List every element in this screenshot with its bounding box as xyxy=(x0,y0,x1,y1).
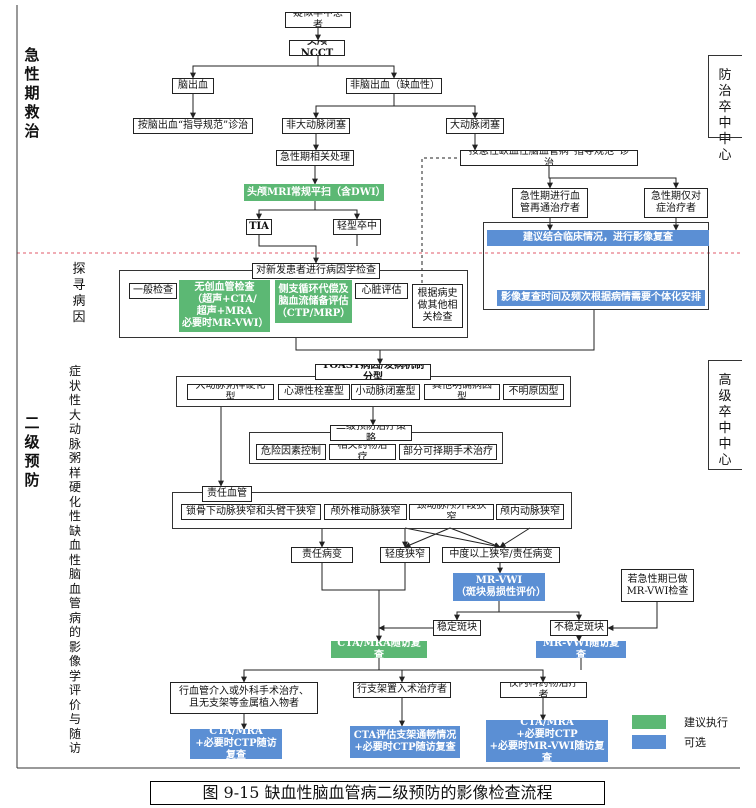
connector-arrow xyxy=(379,669,546,683)
node-sao: 小动脉闭塞型 xyxy=(351,384,420,400)
node-stent: 行支架置入术治疗者 xyxy=(353,682,451,698)
node-bottom-b: CTA评估支架通畅情况 +必要时CTP随访复查 xyxy=(350,726,460,758)
node-intracranial: 颅内动脉狭窄 xyxy=(496,504,564,520)
node-noninvasive: 无创血管检查 （超声+CTA/ 超声+MRA 必要时MR-VWI） xyxy=(179,280,270,332)
connector-arrow xyxy=(499,611,582,621)
connector-arrow xyxy=(313,94,395,119)
node-etiology-check: 对新发患者进行病因学检查 xyxy=(252,263,380,279)
secondary-prevention-label: 二级预防 xyxy=(24,414,40,489)
node-minor-stroke: 轻型卒中 xyxy=(333,219,381,235)
node-laa: 大动脉粥样硬化型 xyxy=(187,384,274,400)
figure-caption: 图 9-15 缺血性脑血管病二级预防的影像检查流程 xyxy=(150,781,605,805)
node-non-lvo: 非大动脉闭塞 xyxy=(282,118,350,134)
stroke-center-label: 防治卒中中心 xyxy=(718,68,732,163)
connector-arrow xyxy=(258,235,319,264)
legend-optional-swatch xyxy=(632,735,666,749)
node-unstable-plaque: 不稳定斑块 xyxy=(550,620,608,636)
node-surgery-eval: 部分可择期手术治疗 xyxy=(399,444,497,460)
node-cta-mra-followup: CTA/MRA随访复查 xyxy=(331,641,427,658)
node-collateral: 侧支循环代偿及 脑血流储备评估 （CTP/MRP） xyxy=(275,280,352,323)
connector-arrow xyxy=(256,201,316,220)
connector-arrow xyxy=(421,157,475,262)
node-medical-only: 仅内科药物治疗者 xyxy=(500,682,587,698)
connector-arrow xyxy=(404,527,501,549)
node-nonhemorrhage: 非脑出血（缺血性） xyxy=(346,78,442,94)
connector-arrow xyxy=(607,602,658,631)
right-column-bottom xyxy=(708,360,742,470)
connector-arrow xyxy=(454,601,500,621)
connector-arrow xyxy=(190,56,319,79)
node-lvo: 大动脉闭塞 xyxy=(446,118,504,134)
connector-arrow xyxy=(379,669,405,683)
node-drug-therapy: 相关药物治疗 xyxy=(329,444,396,460)
node-acute-vwi-done: 若急性期已做 MR-VWI检查 xyxy=(621,569,694,602)
node-cardiac: 心脏评估 xyxy=(355,283,408,299)
node-toast: TOAST病因/发病机制分型 xyxy=(315,364,431,380)
node-imaging-recheck: 建议结合临床情况，进行影像复查 xyxy=(487,230,709,246)
node-vertebral: 颅外椎动脉狭窄 xyxy=(324,504,407,520)
legend-optional-label: 可选 xyxy=(684,736,706,749)
connector-arrow xyxy=(404,527,451,548)
symptomatic-section-label: 症状性大动脉粥样硬化性缺血性脑血管病的影像学评价与随访 xyxy=(68,364,81,755)
node-mr-vwi-followup: MR-VWI随访复查 xyxy=(536,641,626,658)
node-undetermined: 不明原因型 xyxy=(503,384,564,400)
node-endovascular: 行血管介入或外科手术治疗、 且无支架等金属植入物者 xyxy=(170,682,318,714)
node-subclavian: 锁骨下动脉狭窄和头臂干狭窄 xyxy=(181,504,321,520)
node-bottom-c: CTA/MRA +必要时CTP +必要时MR-VWI随访复查 xyxy=(486,720,608,762)
node-acute-handling: 急性期相关处理 xyxy=(276,150,354,166)
node-secondary-strategy: 二级预防治疗策略 xyxy=(330,425,412,441)
node-culprit-vessel: 责任血管 xyxy=(202,486,252,502)
connector-arrow xyxy=(241,658,380,683)
node-tia: TIA xyxy=(246,219,272,235)
node-cardioembolic: 心源性栓塞型 xyxy=(278,384,350,400)
node-general-exam: 一般检查 xyxy=(129,283,177,299)
node-bottom-a: CTA/MRA +必要时CTP随访复查 xyxy=(190,729,282,759)
connector-arrow xyxy=(318,65,397,79)
node-suspect: 疑似卒中患者 xyxy=(285,12,351,28)
culprit-vessel-group xyxy=(172,492,572,529)
node-hemorrhage: 脑出血 xyxy=(172,78,214,94)
node-mild-stenosis: 轻度狭窄 xyxy=(380,547,430,563)
advanced-stroke-center-label: 高级卒中中心 xyxy=(718,373,732,468)
node-recheck-timing: 影像复查时间及频次根据病情需要个体化安排 xyxy=(497,290,705,306)
node-hem-guideline: 按脑出血“指导规范”诊治 xyxy=(133,118,253,134)
right-column-top xyxy=(708,55,742,138)
legend-recommended-swatch xyxy=(632,715,666,729)
node-mr-vwi: MR-VWI （斑块易损性评价） xyxy=(453,573,545,601)
connector-arrow xyxy=(499,527,531,548)
node-history-exam: 根据病史 做其他相 关检查 xyxy=(412,284,463,328)
connector-arrow xyxy=(379,563,406,591)
node-recan: 急性期进行血 管再通治疗者 xyxy=(512,188,588,218)
connector-arrow xyxy=(549,177,679,189)
node-stable-plaque: 稳定斑块 xyxy=(433,620,481,636)
imaging-recheck-group xyxy=(483,222,709,310)
node-culprit-lesion: 责任病变 xyxy=(291,547,353,563)
connector-arrow xyxy=(547,166,553,189)
node-isch-guideline: 按急性缺血性脑血管病“指导规范”诊治 xyxy=(460,150,638,166)
connector-arrow xyxy=(377,310,595,365)
node-moderate-severe: 中度以上狭窄/责任病变 xyxy=(442,547,560,563)
etiology-section-label: 探寻病因 xyxy=(72,262,86,325)
connector-arrow xyxy=(394,105,478,119)
node-other: 其他明确病因型 xyxy=(424,384,500,400)
acute-phase-label: 急性期救治 xyxy=(24,46,40,140)
connector-arrow xyxy=(449,527,501,548)
connector-arrow xyxy=(321,563,382,642)
node-symptomatic-only: 急性期仅对 症治疗者 xyxy=(644,188,708,218)
node-risk-control: 危险因素控制 xyxy=(256,444,326,460)
node-carotid: 颈动脉颅外段狭窄 xyxy=(409,504,494,520)
node-ncct: 头颅NCCT xyxy=(289,40,345,56)
connector-arrow xyxy=(295,338,380,351)
node-mri-scan: 头颅MRI常规平扫（含DWI） xyxy=(244,184,384,201)
connector-arrow xyxy=(315,209,360,220)
legend-recommended-label: 建议执行 xyxy=(684,716,728,729)
